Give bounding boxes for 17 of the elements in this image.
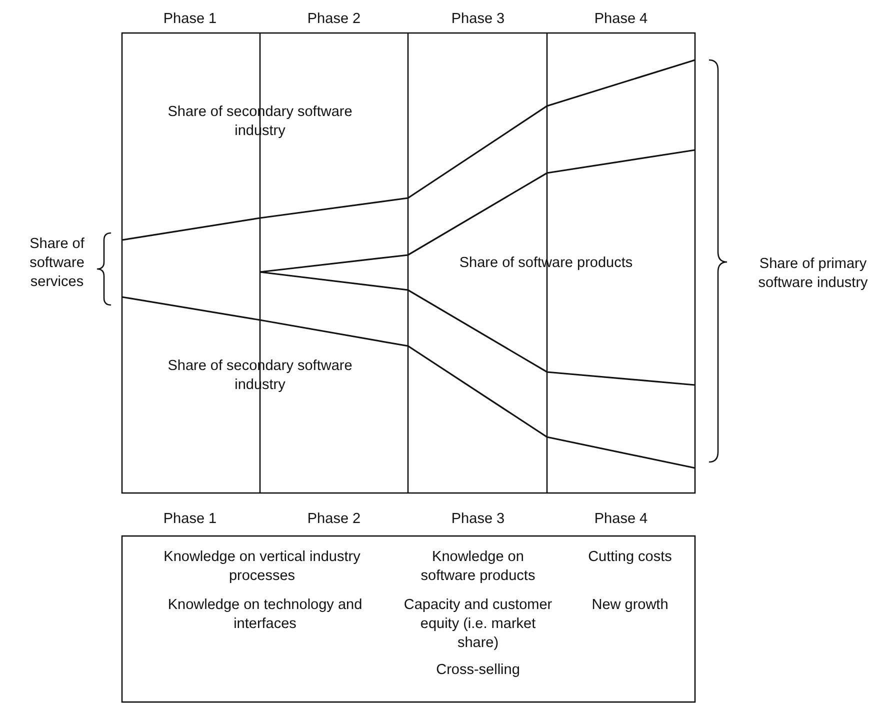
- table-text: New growth: [590, 596, 670, 615]
- table-text: Capacity and customer equity (i.e. market share): [403, 596, 553, 653]
- phase-label: Phase 4: [593, 10, 649, 29]
- phase-label: Phase 3: [450, 10, 506, 29]
- bracket-label: Share of primary software industry: [757, 255, 869, 293]
- phase-label: Phase 1: [162, 510, 218, 529]
- bracket-label: Share of software services: [28, 235, 86, 292]
- phase-label: Phase 4: [593, 510, 649, 529]
- phase-label: Phase 1: [162, 10, 218, 29]
- table-text: Cross-selling: [435, 661, 521, 680]
- table-text: Knowledge on software products: [420, 548, 536, 586]
- phase-label: Phase 2: [306, 10, 362, 29]
- phase-label: Phase 2: [306, 510, 362, 529]
- table-text: Knowledge on vertical industry processes: [162, 548, 362, 586]
- table-text: Cutting costs: [587, 548, 673, 567]
- phase-label: Phase 3: [450, 510, 506, 529]
- table-text: Knowledge on technology and interfaces: [166, 596, 364, 634]
